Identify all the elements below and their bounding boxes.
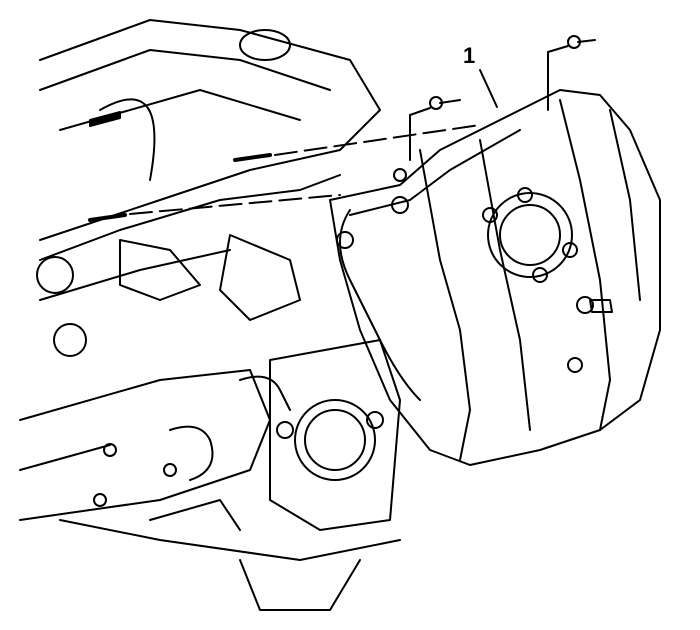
studs — [88, 124, 481, 222]
callout-leader-line — [479, 69, 498, 108]
callout-1-label: 1 — [463, 43, 476, 68]
engine-block — [19, 19, 401, 611]
intake-manifold — [329, 89, 661, 466]
nuts — [409, 35, 596, 161]
